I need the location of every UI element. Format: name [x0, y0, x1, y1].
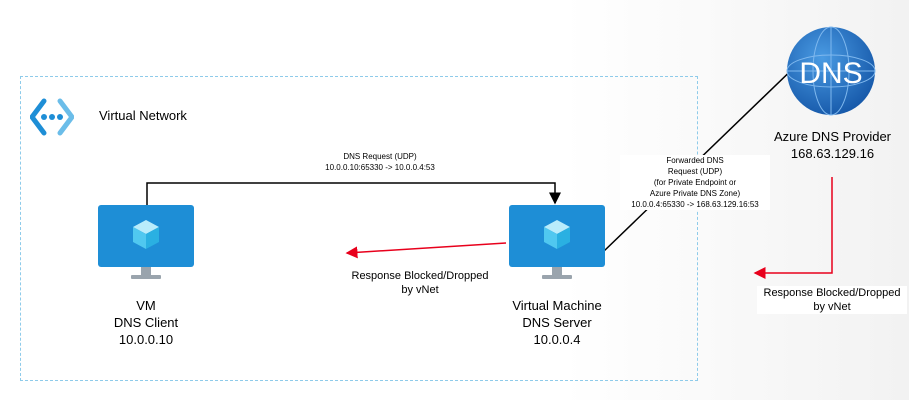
blocked-response-mid-connector	[345, 242, 507, 259]
vm-server-line1: Virtual Machine	[512, 298, 602, 313]
cube-icon	[544, 220, 570, 249]
forwarded-line4: Azure Private DNS Zone)	[649, 189, 741, 198]
response-blocked-right-label: Response Blocked/Dropped by vNet	[757, 286, 907, 314]
forwarded-line2: Request (UDP)	[667, 167, 723, 176]
response-mid-line1: Response Blocked/Dropped	[351, 270, 489, 282]
forwarded-line3: (for Private Endpoint or	[653, 178, 737, 187]
vm-client-line3: 10.0.0.10	[118, 332, 174, 347]
response-right-line2: by vNet	[813, 301, 851, 313]
dns-icon-text: DNS	[799, 57, 862, 90]
response-mid-line2: by vNet	[401, 284, 439, 296]
vnet-title: Virtual Network	[99, 108, 187, 123]
dns-globe-icon: DNS	[786, 26, 876, 116]
dns-provider-ip: 168.63.129.16	[790, 146, 875, 161]
blocked-response-right-connector	[753, 177, 833, 279]
vm-server-line3: 10.0.0.4	[533, 332, 581, 347]
cube-icon	[133, 220, 159, 249]
dns-provider-label: Azure DNS Provider 168.63.129.16	[760, 128, 905, 162]
vm-server-label: Virtual Machine DNS Server 10.0.0.4	[482, 297, 632, 348]
vm-client-label: VM DNS Client 10.0.0.10	[71, 297, 221, 348]
forwarded-line5: 10.0.0.4:65330 -> 168.63.129.16:53	[631, 200, 759, 209]
response-right-line1: Response Blocked/Dropped	[763, 287, 901, 299]
virtual-network-boundary	[20, 76, 698, 381]
forwarded-line1: Forwarded DNS	[666, 156, 724, 165]
dns-provider-name: Azure DNS Provider	[773, 129, 892, 144]
vm-server-line2: DNS Server	[522, 315, 592, 330]
forwarded-request-label: Forwarded DNS Request (UDP) (for Private…	[620, 155, 770, 210]
vm-server-monitor-icon	[509, 205, 605, 279]
vnet-icon	[30, 98, 74, 136]
vm-client-monitor-icon	[98, 205, 194, 279]
dns-request-line2: 10.0.0.10:65330 -> 10.0.0.4:53	[325, 163, 435, 172]
vm-client-line1: VM	[136, 298, 156, 313]
vm-client-line2: DNS Client	[113, 315, 179, 330]
dns-request-label: DNS Request (UDP) 10.0.0.10:65330 -> 10.…	[290, 151, 470, 173]
dns-request-connector	[146, 182, 561, 205]
response-blocked-mid-label: Response Blocked/Dropped by vNet	[345, 269, 495, 297]
dns-request-line1: DNS Request (UDP)	[343, 152, 417, 161]
